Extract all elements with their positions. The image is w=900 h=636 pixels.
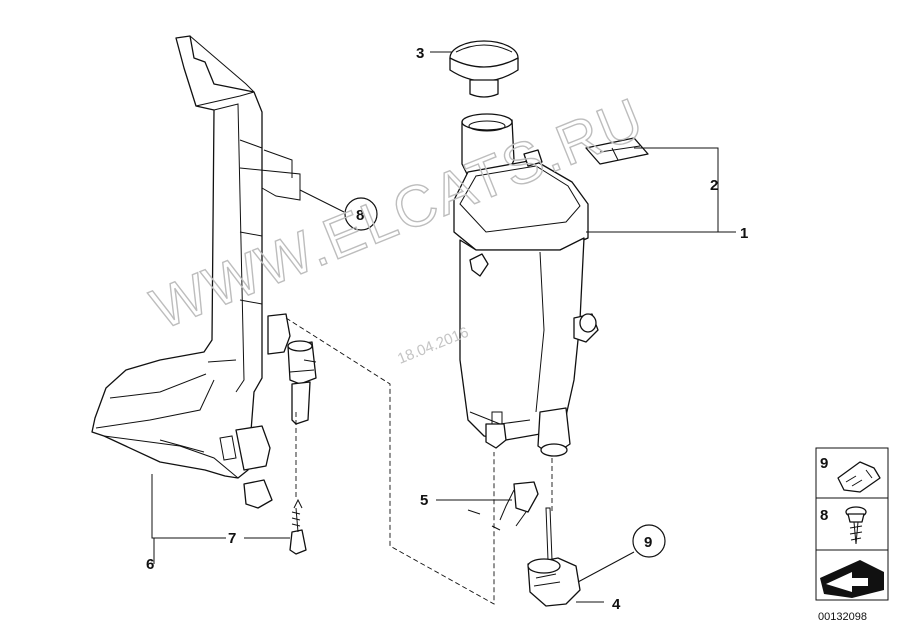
connector-icon (837, 461, 881, 493)
callout-3: 3 (416, 45, 424, 62)
radiator-shroud-part (91, 35, 301, 509)
callout-5: 5 (420, 492, 428, 509)
callout-4: 4 (612, 596, 621, 613)
callout-8: 8 (356, 207, 364, 224)
leader-lines (151, 51, 736, 603)
callout-6: 6 (146, 556, 154, 573)
screw-part (289, 498, 307, 555)
holder-bracket-part (467, 481, 539, 531)
callout-2: 2 (710, 177, 718, 194)
callouts: 3 2 1 8 5 7 6 9 4 (146, 45, 748, 613)
arrow-icon (820, 560, 884, 598)
legend-item-8: 8 (820, 507, 828, 524)
legend-panel: 9 8 (815, 447, 889, 601)
filler-cap-part (449, 40, 519, 98)
coolant-level-sensor-part (527, 507, 581, 607)
level-sensor-part (287, 340, 317, 425)
retaining-clip-part (585, 137, 649, 165)
expansion-tank-part (453, 113, 599, 457)
screw-icon (845, 506, 867, 545)
callout-8-circle (344, 197, 378, 231)
callout-9-circle (632, 524, 666, 558)
drawing-code: 00132098 (818, 611, 867, 623)
legend-item-9: 9 (820, 455, 828, 472)
assembly-dashed-lines (285, 317, 553, 605)
callout-9: 9 (644, 534, 652, 551)
callout-1: 1 (740, 225, 748, 242)
callout-7: 7 (228, 530, 236, 547)
